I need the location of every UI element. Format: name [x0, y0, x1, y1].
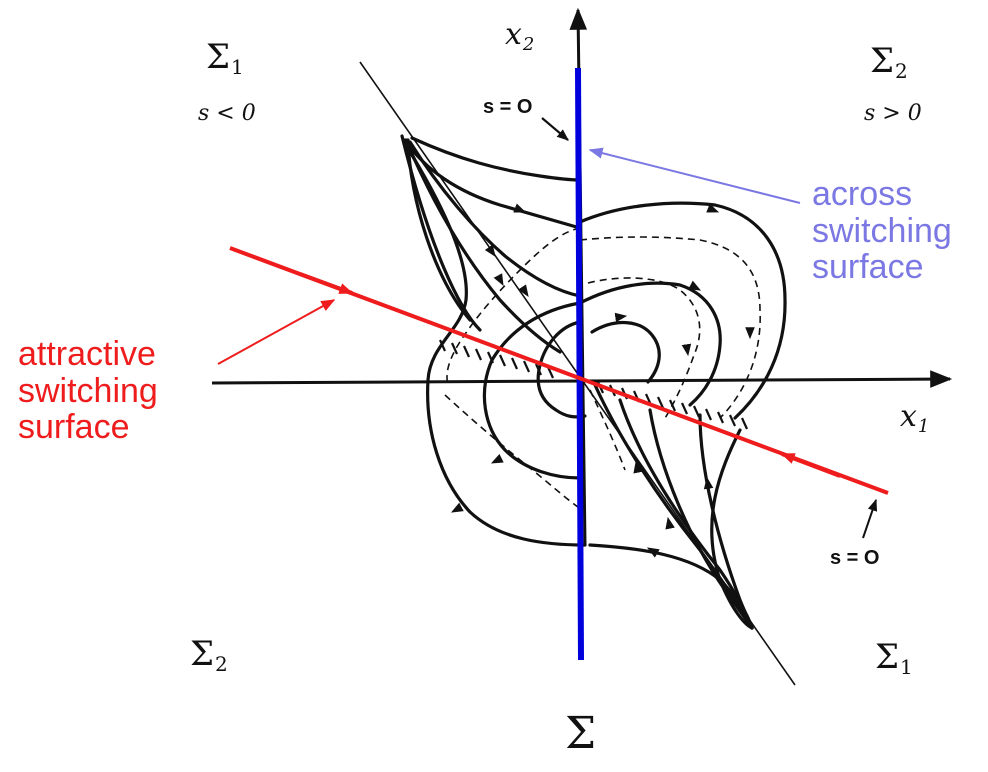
- across-line-1: across: [812, 175, 913, 213]
- across-line-2: switching: [812, 211, 952, 250]
- across-switching-line: [575, 67, 584, 661]
- attractive-line-1: attractive: [18, 335, 156, 373]
- region-label-top-right: Σ2: [870, 41, 908, 83]
- across-switching-annotation: across switching surface: [812, 176, 952, 286]
- region-label-top-left: Σ1: [206, 37, 244, 79]
- s0-label-bottom: s = O: [830, 547, 880, 569]
- across-pointer-arrow: [588, 147, 801, 204]
- condition-label-top-left: s < 0: [198, 101, 256, 126]
- attractive-line-3: surface: [18, 408, 130, 447]
- attractive-line-2: switching: [18, 371, 158, 410]
- x1-axis-label: x1: [900, 399, 930, 437]
- bold-trajectories: [400, 134, 787, 630]
- across-line-3: surface: [812, 248, 924, 287]
- s0-label-top: s = O: [483, 96, 533, 118]
- s0-top-pointer-arrow: [541, 117, 569, 141]
- red-line-arrow-left: [299, 272, 354, 295]
- condition-label-top-right: s > 0: [864, 101, 922, 126]
- red-line-arrow-right: [780, 452, 841, 478]
- x2-axis-label: x2: [505, 17, 535, 55]
- sliding-hatch-marks: [438, 339, 749, 430]
- attractive-pointer-arrow: [217, 299, 336, 365]
- bottom-sigma-label: Σ: [565, 708, 597, 759]
- attractive-switching-annotation: attractive switching surface: [18, 336, 158, 446]
- dashed-trajectories: [444, 227, 761, 511]
- region-label-bottom-left: Σ2: [190, 634, 228, 676]
- s0-bottom-pointer-arrow: [862, 498, 878, 539]
- region-label-bottom-right: Σ1: [875, 637, 913, 679]
